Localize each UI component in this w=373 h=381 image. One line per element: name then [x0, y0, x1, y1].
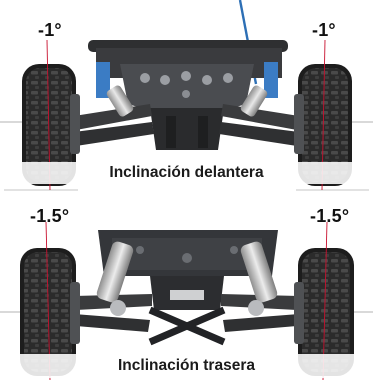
- front-right-tire: [294, 64, 352, 186]
- rear-left-camber-line: [45, 221, 51, 381]
- rear-chassis: [98, 230, 278, 346]
- front-left-angle-label: -1°: [38, 20, 62, 40]
- rear-right-tire: [294, 248, 354, 376]
- rear-suspension: [74, 241, 299, 332]
- rear-right-camber-line: [322, 221, 328, 381]
- front-truck-illustration: [0, 0, 373, 191]
- front-right-angle-label: -1°: [312, 20, 336, 40]
- front-chassis: [88, 40, 288, 150]
- front-suspension: [74, 85, 299, 146]
- rear-left-angle-label: -1.5°: [30, 206, 70, 226]
- rear-right-angle-label: -1.5°: [310, 206, 350, 226]
- front-camber-panel: -1° -1° Inclinación delantera: [0, 0, 373, 191]
- rear-truck-illustration: [0, 221, 373, 381]
- rear-camber-caption: Inclinación trasera: [0, 354, 373, 378]
- front-camber-caption: Inclinación delantera: [0, 162, 373, 184]
- rear-camber-panel: -1.5° -1.5° Inclinación trasera: [0, 198, 373, 381]
